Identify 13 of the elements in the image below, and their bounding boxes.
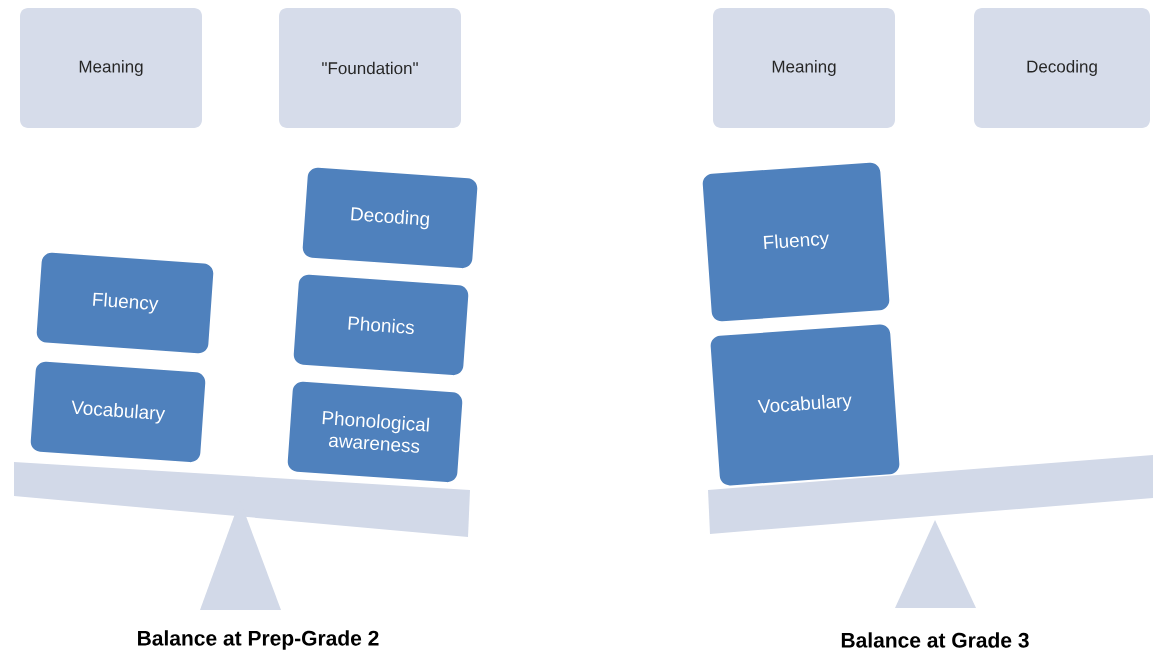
category-box: Decoding (974, 8, 1150, 128)
caption: Balance at Grade 3 (841, 632, 1029, 648)
skill-block: Vocabulary (30, 361, 206, 463)
category-box: "Foundation" (279, 8, 461, 128)
skill-block: Fluency (702, 162, 890, 322)
skill-block: Vocabulary (710, 324, 900, 486)
skill-block: Phonics (293, 274, 469, 376)
category-box: Meaning (713, 8, 895, 128)
skill-block: Fluency (36, 252, 214, 354)
category-box: Meaning (20, 8, 202, 128)
skill-block: Phonological awareness (287, 381, 463, 483)
caption: Balance at Prep-Grade 2 (138, 630, 379, 650)
skill-block: Decoding (302, 167, 478, 269)
